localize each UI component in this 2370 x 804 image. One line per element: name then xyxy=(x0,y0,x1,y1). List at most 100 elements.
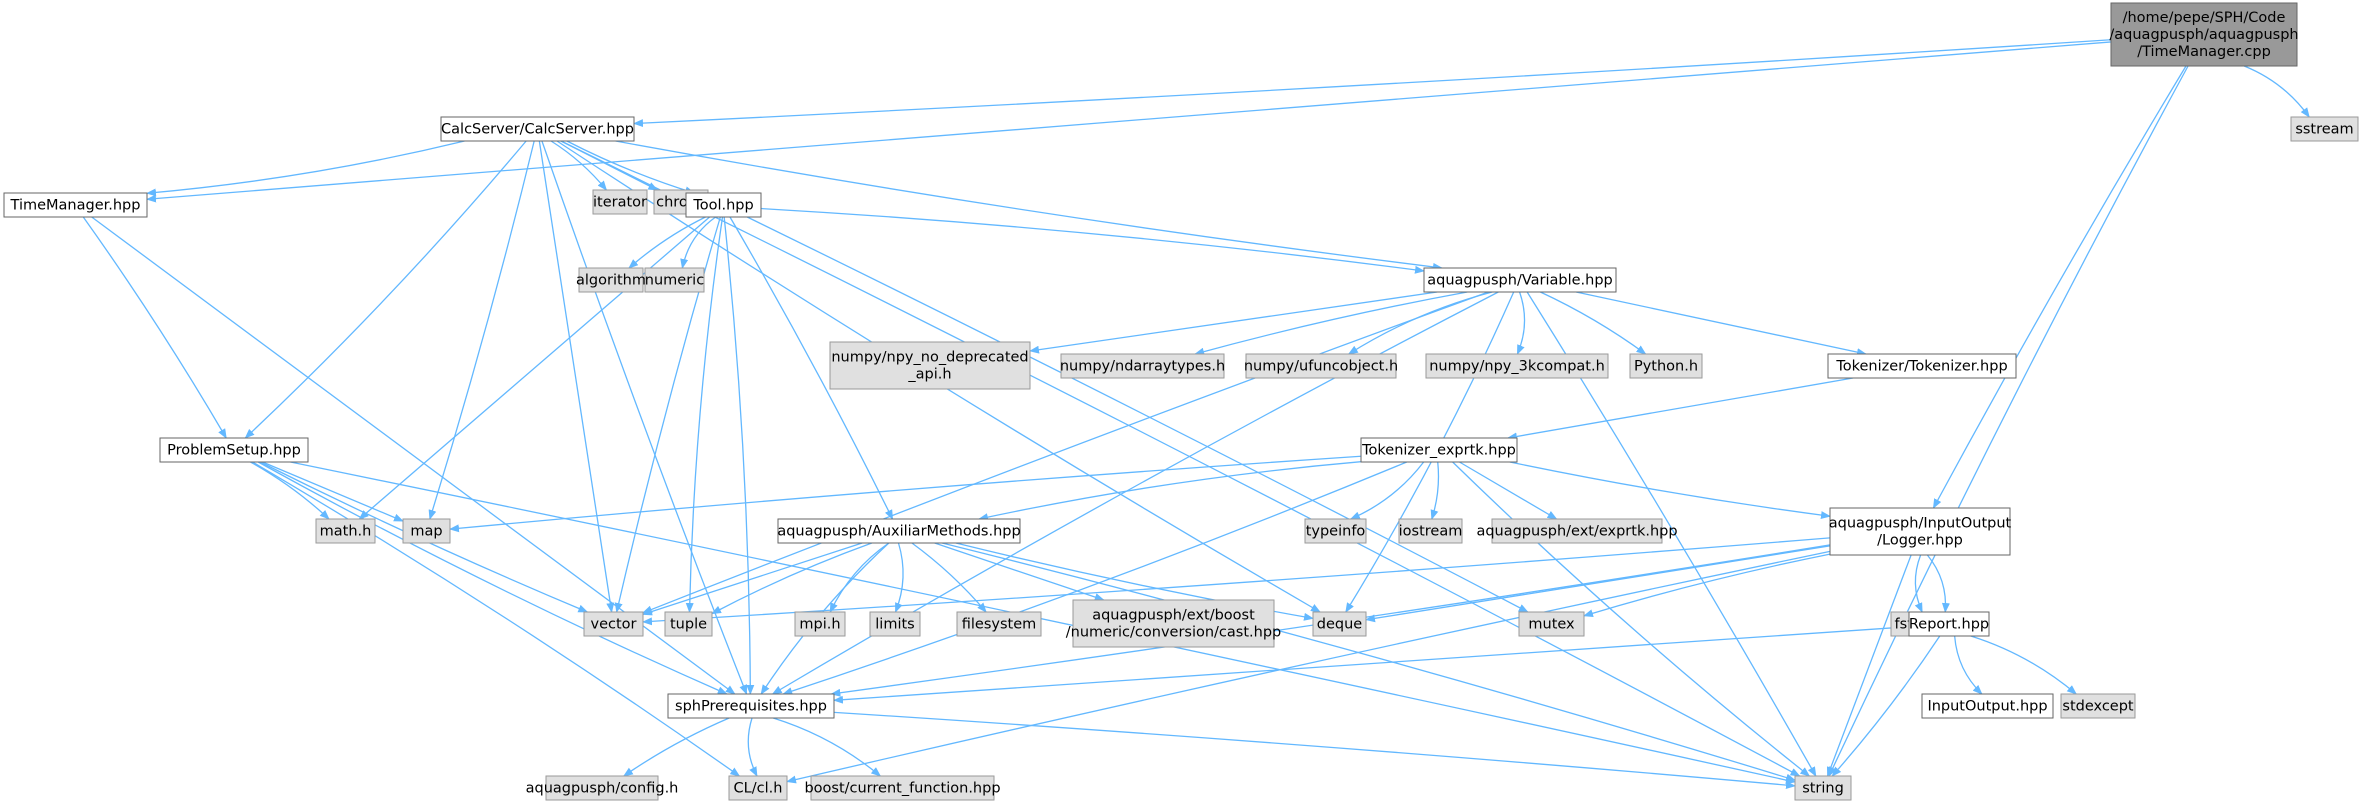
edge-report-to-string xyxy=(1831,635,1941,777)
node-label: numpy/ufuncobject.h xyxy=(1244,359,1398,375)
node-problemsetup[interactable]: ProblemSetup.hpp xyxy=(159,437,309,463)
edge-layer xyxy=(82,39,2310,790)
node-box xyxy=(685,192,762,218)
edge-logger-to-report xyxy=(1926,554,1950,613)
node-label: sstream xyxy=(2295,122,2353,138)
edge-calcserver-to-tool xyxy=(566,140,696,195)
node-exprtk: aquagpusph/ext/exprtk.hpp xyxy=(1476,518,1678,544)
node-label: ProblemSetup.hpp xyxy=(167,443,301,459)
node-label: sphPrerequisites.hpp xyxy=(675,699,827,715)
node-config: aquagpusph/config.h xyxy=(526,775,678,801)
edge-variable-to-ndarray xyxy=(1194,291,1468,356)
node-label: map xyxy=(410,524,442,540)
edge-variable-to-tokenizer xyxy=(1575,291,1867,357)
node-box xyxy=(592,189,648,215)
edge-tokexprtk-to-map xyxy=(449,455,1362,533)
node-ndarray: numpy/ndarraytypes.h xyxy=(1060,353,1225,379)
node-box xyxy=(777,518,1021,544)
node-sstream: sstream xyxy=(2290,116,2359,142)
node-label: aquagpusph/Variable.hpp xyxy=(1427,273,1613,289)
node-box xyxy=(402,518,451,544)
node-tokexprtk[interactable]: Tokenizer_exprtk.hpp xyxy=(1360,437,1518,463)
node-deque: deque xyxy=(1312,611,1367,637)
node-label: iostream xyxy=(1399,524,1463,540)
node-algorithm: algorithm xyxy=(576,267,646,293)
edge-sphprereq-to-string xyxy=(833,711,1796,790)
edge-variable-to-npy3k xyxy=(1516,291,1526,355)
node-tuple: tuple xyxy=(664,611,713,637)
node-inputoutput[interactable]: InputOutput.hpp xyxy=(1921,693,2054,719)
edge-sphprereq-to-clh xyxy=(747,717,758,777)
node-label: numpy/npy_no_deprecated xyxy=(831,350,1028,366)
node-map: map xyxy=(402,518,451,544)
node-box xyxy=(1423,267,1617,293)
node-label: string xyxy=(1802,781,1844,797)
node-variable[interactable]: aquagpusph/Variable.hpp xyxy=(1423,267,1617,293)
node-box xyxy=(1794,775,1852,801)
node-tokenizer[interactable]: Tokenizer/Tokenizer.hpp xyxy=(1827,353,2017,379)
node-box xyxy=(1491,518,1663,544)
node-label: limits xyxy=(875,617,914,633)
node-label: CalcServer/CalcServer.hpp xyxy=(441,122,634,138)
node-label: typeinfo xyxy=(1306,524,1366,540)
node-label: boost/current_function.hpp xyxy=(804,781,1000,797)
edge-tokexprtk-to-auxiliar xyxy=(978,461,1362,522)
node-box xyxy=(315,518,376,544)
edge-tokexprtk-to-exprtk xyxy=(1459,461,1558,520)
edge-tool-to-variable xyxy=(760,207,1425,274)
edge-tokexprtk-to-iostream xyxy=(1430,461,1440,520)
node-label: Report.hpp xyxy=(1909,617,1989,633)
node-python: Python.h xyxy=(1629,353,1703,379)
node-auxiliar[interactable]: aquagpusph/AuxiliarMethods.hpp xyxy=(777,518,1021,544)
edge-tool-to-auxiliar xyxy=(729,216,894,520)
edge-calcserver-to-iterator xyxy=(550,140,608,191)
node-box xyxy=(956,611,1042,637)
edge-root-to-timemanager xyxy=(146,41,2112,203)
edge-tokexprtk-to-string xyxy=(1452,461,1811,777)
node-box xyxy=(1425,353,1609,379)
node-box xyxy=(1304,518,1367,544)
edge-problemsetup-to-map xyxy=(262,461,404,522)
node-label: numpy/npy_3kcompat.h xyxy=(1429,359,1605,375)
node-box xyxy=(3,192,148,218)
node-label: aquagpusph/ext/boost xyxy=(1092,608,1255,624)
edge-tokexprtk-to-typeinfo xyxy=(1349,461,1425,520)
node-timemanager[interactable]: TimeManager.hpp xyxy=(3,192,148,218)
node-label: /numeric/conversion/cast.hpp xyxy=(1066,625,1282,641)
node-report[interactable]: Report.hpp xyxy=(1908,611,1990,637)
node-box xyxy=(1921,693,2054,719)
node-root[interactable]: /home/pepe/SPH/Code/aquagpusph/aquagpusp… xyxy=(2109,2,2299,67)
node-box xyxy=(545,775,659,801)
node-label: /Logger.hpp xyxy=(1877,533,1963,549)
node-calcserver[interactable]: CalcServer/CalcServer.hpp xyxy=(440,116,635,142)
node-logger[interactable]: aquagpusph/InputOutput/Logger.hpp xyxy=(1829,507,2012,556)
edge-tokenizer-to-tokexprtk xyxy=(1507,377,1854,441)
node-label: aquagpusph/AuxiliarMethods.hpp xyxy=(777,524,1020,540)
edge-variable-to-npydep xyxy=(1029,291,1438,354)
edge-tool-to-mathh xyxy=(358,216,711,520)
edge-report-to-sphprereq xyxy=(833,626,1910,704)
edge-tool-to-mutex xyxy=(746,216,1529,613)
node-box xyxy=(644,267,705,293)
node-tool[interactable]: Tool.hpp xyxy=(685,192,762,218)
edge-tool-to-vector xyxy=(614,216,721,613)
node-ufunc: numpy/ufuncobject.h xyxy=(1244,353,1398,379)
node-npy3k: numpy/npy_3kcompat.h xyxy=(1425,353,1609,379)
edge-logger-to-vector xyxy=(642,537,1831,626)
node-mpih: mpi.h xyxy=(794,611,846,637)
node-box xyxy=(1245,353,1397,379)
node-box xyxy=(1629,353,1703,379)
node-box xyxy=(1827,353,2017,379)
node-typeinfo: typeinfo xyxy=(1304,518,1367,544)
node-label: numpy/ndarraytypes.h xyxy=(1060,359,1225,375)
node-box xyxy=(1312,611,1367,637)
node-label: algorithm xyxy=(576,273,646,289)
node-filesystem: filesystem xyxy=(956,611,1042,637)
node-box xyxy=(794,611,846,637)
node-label: InputOutput.hpp xyxy=(1927,699,2047,715)
node-iostream: iostream xyxy=(1398,518,1463,544)
edge-variable-to-vector xyxy=(642,291,1489,614)
node-sphprereq[interactable]: sphPrerequisites.hpp xyxy=(667,693,835,719)
node-label: Tokenizer_exprtk.hpp xyxy=(1361,443,1516,459)
node-label: /home/pepe/SPH/Code xyxy=(2123,10,2286,26)
